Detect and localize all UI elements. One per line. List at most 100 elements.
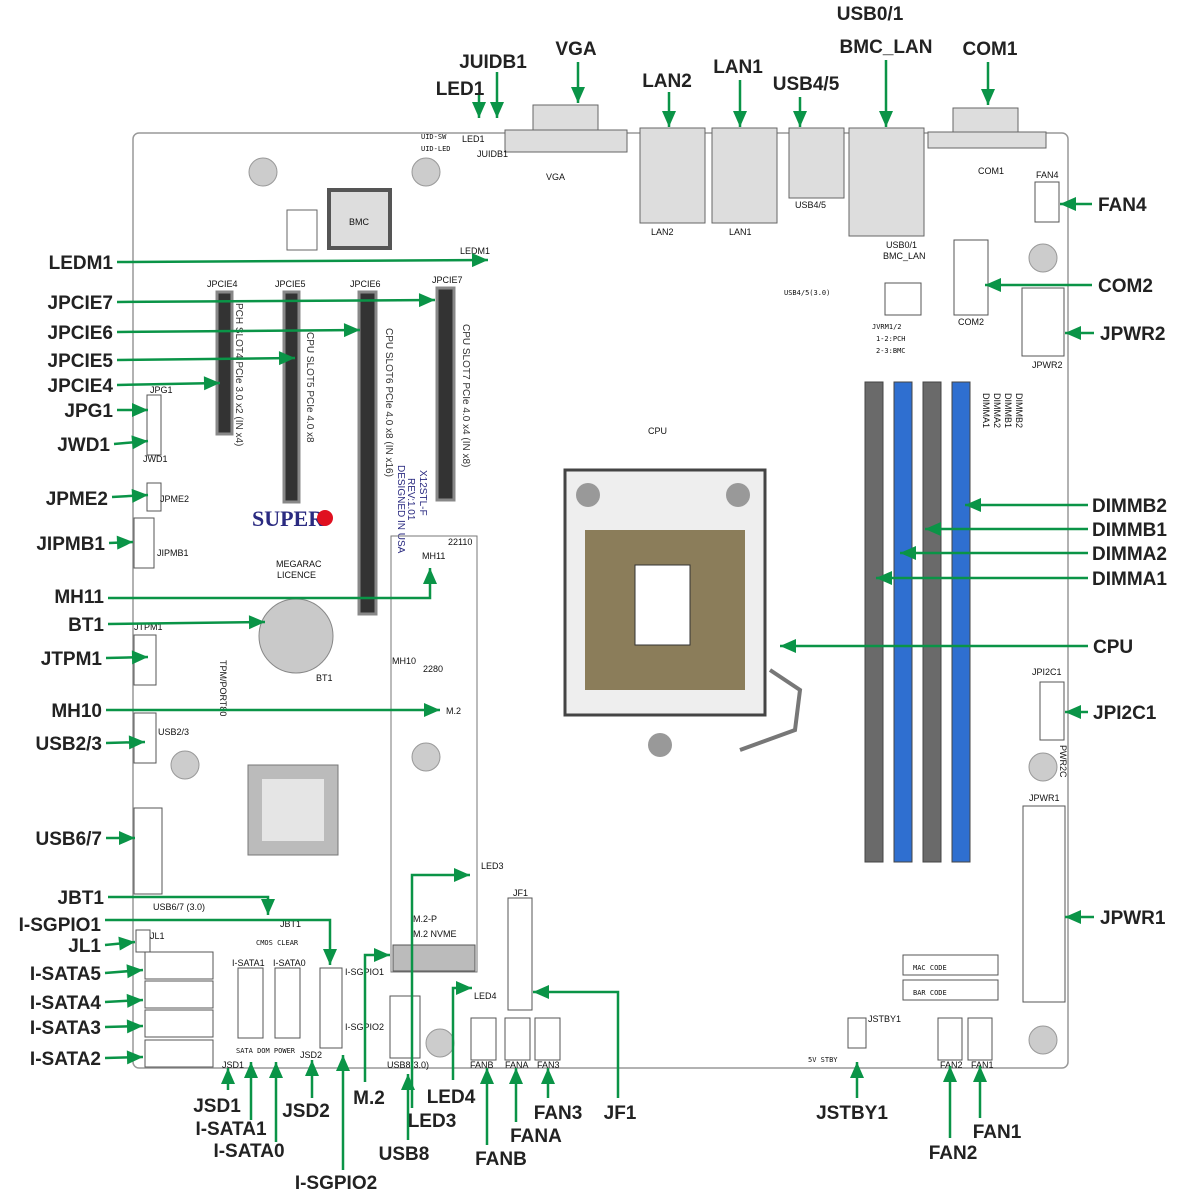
callout-label-usb4-5: USB4/5 — [773, 74, 840, 95]
board-label: M.2 — [446, 706, 461, 716]
board-label: 22110 — [448, 537, 472, 547]
board-label: TPM/PORT80 — [218, 660, 228, 716]
battery-bt1 — [258, 598, 334, 674]
callout-label-jwd1: JWD1 — [57, 435, 110, 456]
callout-label-fan1: FAN1 — [973, 1122, 1022, 1143]
board-label: DIMMB2 — [1014, 393, 1024, 428]
board-label: JPCIE6 — [350, 279, 381, 289]
callout-arrowhead — [490, 102, 504, 118]
callout-arrowhead — [423, 568, 437, 584]
callout-label-jpwr1: JPWR1 — [1100, 908, 1166, 929]
mounting-hole — [170, 750, 200, 780]
mounting-hole — [1028, 752, 1058, 782]
callout-arrowhead — [244, 1062, 258, 1078]
m2-connector — [392, 944, 476, 972]
callout-arrowhead — [533, 985, 549, 999]
callout-label-dimmb1: DIMMB1 — [1092, 520, 1167, 541]
mounting-hole — [411, 742, 441, 772]
callout-label-dimma1: DIMMA1 — [1092, 569, 1167, 590]
callouts: LEDM1JPCIE7JPCIE6JPCIE5JPCIE4JPG1JWD1JPM… — [19, 4, 1168, 1194]
callout-label-juidb1: JUIDB1 — [459, 52, 527, 73]
callout-arrowhead — [733, 111, 747, 127]
callout-label-i-sata4: I-SATA4 — [30, 993, 102, 1014]
callout-arrowhead — [793, 111, 807, 127]
callout-label-i-sata3: I-SATA3 — [30, 1018, 101, 1039]
slot-jpcie7 — [435, 286, 456, 502]
board-label: FANB — [470, 1060, 494, 1070]
callout-label-jsd2: JSD2 — [282, 1101, 330, 1122]
callout-arrowhead — [850, 1062, 864, 1078]
board-label: CPU — [648, 426, 667, 436]
callout-label-fan2: FAN2 — [929, 1143, 978, 1164]
callout-arrowhead — [336, 1055, 350, 1071]
callout-arrowhead — [128, 735, 145, 750]
callout-label-com1: COM1 — [963, 39, 1018, 60]
supermicro-logo-dot — [317, 510, 333, 526]
slot4-label: PCH SLOT4 PCIe 3.0 x2 (IN x4) — [233, 303, 244, 446]
callout-label-ledm1: LEDM1 — [49, 253, 114, 274]
callout-label-jipmb1: JIPMB1 — [36, 534, 105, 555]
left-connectors — [133, 282, 993, 1068]
callout-label-usb2-3: USB2/3 — [35, 734, 102, 755]
callout-arrowhead — [900, 546, 916, 560]
board-label: USB4/5 — [795, 200, 826, 210]
board-label: 5V STBY — [808, 1056, 838, 1064]
callout-label-jpme2: JPME2 — [46, 489, 108, 510]
slot7-label: CPU SLOT7 PCIe 4.0 x4 (IN x8) — [460, 324, 471, 467]
callout-leader-line — [410, 873, 470, 1108]
callout-arrowhead — [925, 522, 941, 536]
callout-arrowhead — [876, 571, 892, 585]
board-label: FAN2 — [940, 1060, 963, 1070]
right-connectors — [902, 181, 1066, 1003]
callout-arrowhead — [278, 351, 295, 366]
slot5-label: CPU SLOT5 PCIe 4.0 x8 — [304, 332, 315, 443]
board-label: JPME2 — [160, 494, 189, 504]
board-label: JPCIE5 — [275, 279, 306, 289]
callout-label-bmc-lan: BMC_LAN — [840, 37, 933, 58]
callout-label-jpcie6: JPCIE6 — [48, 323, 113, 344]
callout-arrowhead — [973, 1066, 987, 1082]
callout-label-mh11: MH11 — [54, 587, 104, 608]
callout-arrowhead — [118, 936, 135, 951]
callout-leader-line — [116, 381, 221, 387]
callout-label-jpcie5: JPCIE5 — [48, 351, 114, 372]
callout-label-i-sata2: I-SATA2 — [30, 1049, 101, 1070]
board-label: M.2-P — [413, 914, 437, 924]
board-label: BMC — [349, 217, 370, 227]
board-label: USB2/3 — [158, 727, 189, 737]
callout-label-jpi2c1: JPI2C1 — [1093, 703, 1157, 724]
callout-arrowhead — [472, 102, 486, 118]
callout-arrowhead — [981, 89, 995, 105]
callout-leader-line — [116, 356, 296, 362]
board-label: JPI2C1 — [1032, 667, 1062, 677]
callout-arrowhead — [131, 488, 148, 503]
board-label: UID-SW — [421, 133, 447, 141]
m2-area — [390, 535, 478, 973]
board-label: USB6/7 (3.0) — [153, 902, 205, 912]
callout-label-led3: LED3 — [408, 1111, 457, 1132]
callout-label-usb6-7: USB6/7 — [35, 829, 102, 850]
callout-arrowhead — [424, 703, 440, 717]
callout-label-jpg1: JPG1 — [64, 401, 113, 422]
board-label: MAC CODE — [913, 964, 947, 972]
board-label: JF1 — [513, 888, 528, 898]
callout-arrowhead — [456, 981, 472, 995]
board-label: FAN4 — [1036, 170, 1059, 180]
board-label: FAN1 — [971, 1060, 994, 1070]
callout-label-fan4: FAN4 — [1098, 195, 1147, 216]
board-label: JSTBY1 — [868, 1014, 901, 1024]
callout-arrowhead — [119, 831, 135, 845]
callout-arrowhead — [571, 87, 585, 103]
board-label: JVRM1/2 — [872, 323, 902, 331]
board-label: JL1 — [150, 931, 165, 941]
callout-label-i-sgpio1: I-SGPIO1 — [19, 915, 102, 936]
board-label: MH11 — [422, 551, 445, 561]
callout-arrowhead — [943, 1066, 957, 1082]
board-label: I-SATA1 — [232, 958, 265, 968]
callout-label-jl1: JL1 — [68, 936, 101, 957]
callout-label-led1: LED1 — [436, 79, 485, 100]
callout-arrowhead — [454, 868, 470, 882]
callout-label-usb8: USB8 — [379, 1144, 430, 1165]
pch-heatsink — [247, 764, 339, 856]
callout-arrowhead — [374, 948, 390, 962]
